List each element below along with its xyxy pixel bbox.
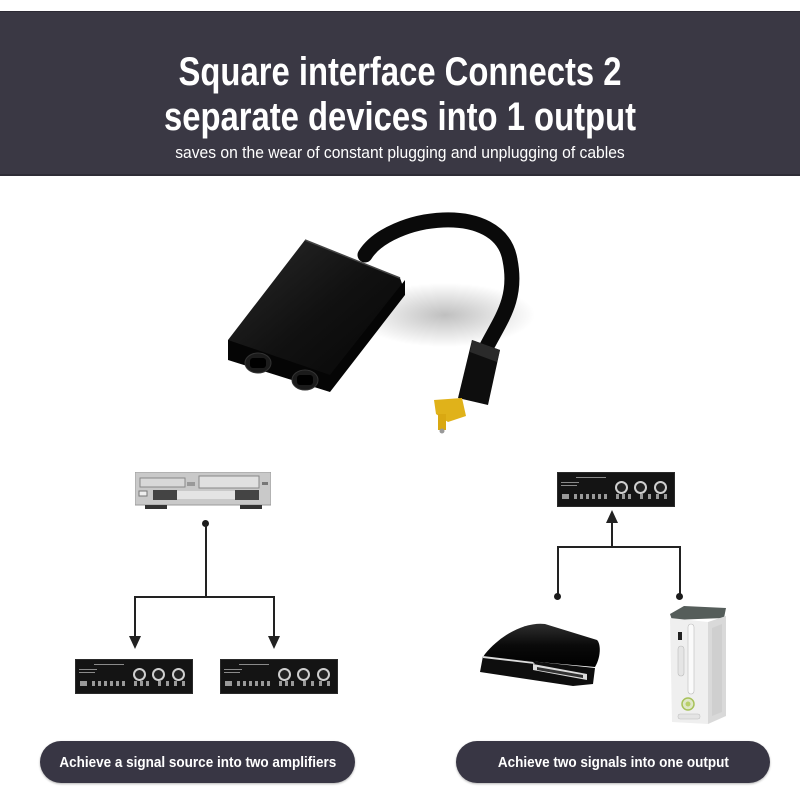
caption-right-text: Achieve two signals into one output <box>497 753 729 771</box>
dvd-player-icon <box>135 472 271 509</box>
caption-right-pill: Achieve two signals into one output <box>456 741 770 783</box>
signal-line <box>557 546 681 548</box>
connector-dot <box>554 593 561 600</box>
arrow-down-icon <box>129 636 141 649</box>
arrow-up-icon <box>606 510 618 523</box>
signal-line <box>611 520 613 548</box>
signal-line <box>205 524 207 597</box>
game-console-white-icon <box>670 606 726 724</box>
game-console-black-icon <box>480 623 600 686</box>
signal-line <box>557 546 559 596</box>
headline-line-2: separate devices into 1 output <box>163 95 637 139</box>
splitter-product-icon <box>228 212 535 434</box>
signal-line <box>273 596 275 640</box>
connector-dot <box>676 593 683 600</box>
caption-left-text: Achieve a signal source into two amplifi… <box>59 753 336 771</box>
amplifier-icon <box>75 659 193 694</box>
signal-line <box>134 596 136 640</box>
signal-line <box>679 546 681 596</box>
subheadline: saves on the wear of constant plugging a… <box>175 143 625 162</box>
header-banner: Square interface Connects 2 separate dev… <box>0 11 800 176</box>
arrow-down-icon <box>268 636 280 649</box>
amplifier-icon <box>557 472 675 507</box>
headline-line-1: Square interface Connects 2 <box>178 50 622 94</box>
amplifier-icon <box>220 659 338 694</box>
signal-line <box>134 596 275 598</box>
connector-dot <box>202 520 209 527</box>
caption-left-pill: Achieve a signal source into two amplifi… <box>40 741 355 783</box>
